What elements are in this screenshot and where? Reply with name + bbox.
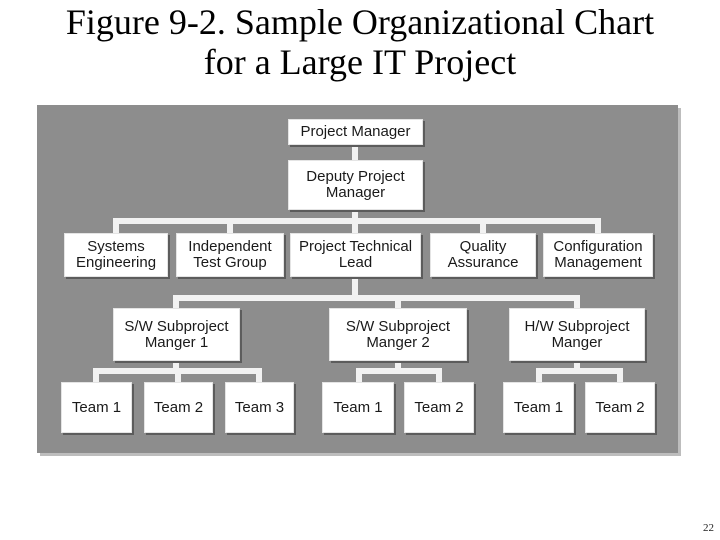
project-technical-lead-box: Project Technical Lead — [290, 233, 421, 277]
sw1-team-3-box: Team 3 — [225, 382, 294, 433]
hw-team-1-box: Team 1 — [503, 382, 574, 433]
configuration-management-box: Configuration Management — [543, 233, 653, 277]
systems-engineering-box: Systems Engineering — [64, 233, 168, 277]
sw2-team-2-box: Team 2 — [404, 382, 474, 433]
title-line-2: for a Large IT Project — [203, 42, 517, 82]
slide-title: Figure 9-2. Sample Organizational Chart … — [0, 2, 720, 82]
org-chart-panel: Project Manager Deputy Project Manager S… — [37, 105, 678, 453]
title-line-1: Figure 9-2. Sample Organizational Chart — [65, 2, 655, 42]
page-number: 22 — [703, 522, 714, 534]
sw2-team-1-box: Team 1 — [322, 382, 394, 433]
sw-subproject-manager-1-box: S/W Subproject Manger 1 — [113, 308, 240, 361]
sw-subproject-manager-2-box: S/W Subproject Manger 2 — [329, 308, 467, 361]
sw1-team-2-box: Team 2 — [144, 382, 213, 433]
hw-subproject-manager-box: H/W Subproject Manger — [509, 308, 645, 361]
hw-team-2-box: Team 2 — [585, 382, 655, 433]
sw1-team-1-box: Team 1 — [61, 382, 132, 433]
deputy-project-manager-box: Deputy Project Manager — [288, 160, 423, 210]
org-chart-connectors — [93, 142, 623, 385]
independent-test-group-box: Independent Test Group — [176, 233, 284, 277]
project-manager-box: Project Manager — [288, 119, 423, 145]
quality-assurance-box: Quality Assurance — [430, 233, 536, 277]
